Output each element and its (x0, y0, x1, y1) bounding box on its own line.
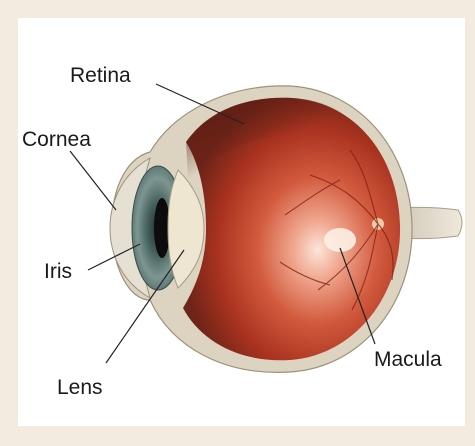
cornea-leader (70, 151, 116, 210)
label-macula: Macula (374, 348, 442, 371)
label-retina: Retina (70, 64, 131, 87)
label-cornea: Cornea (22, 128, 91, 151)
label-iris: Iris (44, 260, 72, 283)
label-lens: Lens (57, 376, 103, 399)
